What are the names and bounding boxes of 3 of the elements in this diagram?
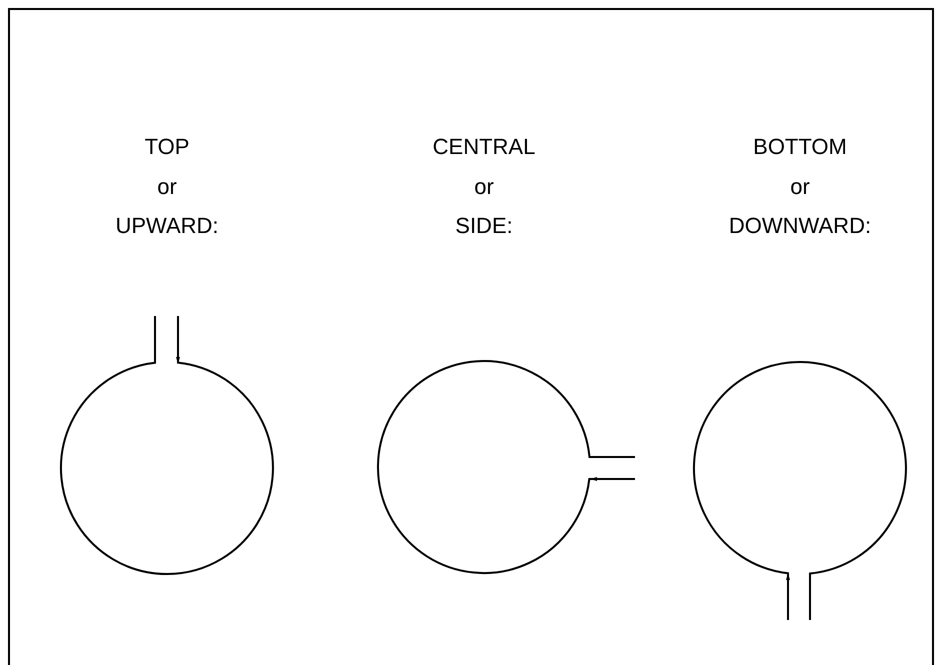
orientation-heading: BOTTOM or DOWNWARD: <box>728 133 872 240</box>
orientation-heading: TOP or UPWARD: <box>114 133 220 240</box>
orientation-heading: CENTRAL or SIDE: <box>432 133 536 240</box>
